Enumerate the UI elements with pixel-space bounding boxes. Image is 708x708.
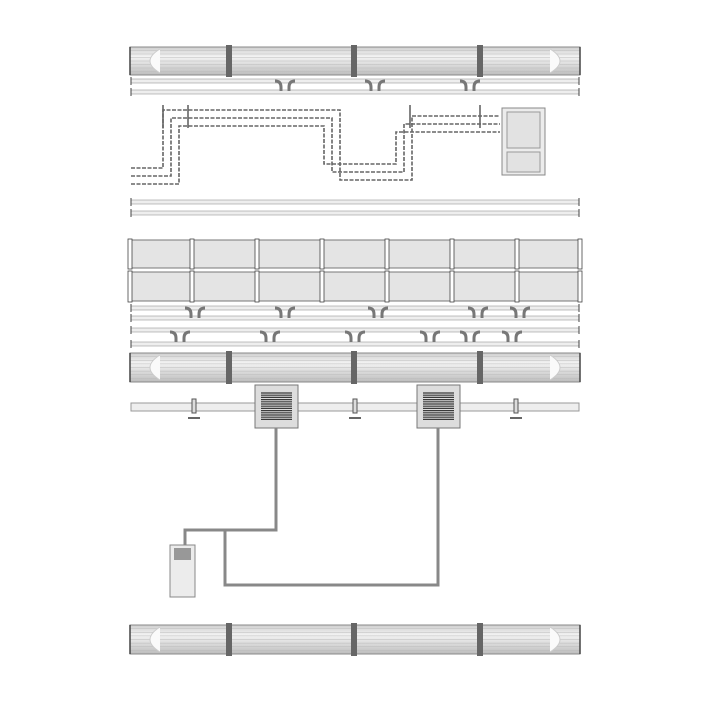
pipe-run [130,78,580,84]
duct-flange [477,623,483,656]
pipe-tee-fitting [364,79,386,91]
duct-flange [449,270,455,303]
duct-flange [226,45,232,77]
elbow-end [149,626,161,653]
duct-flange [351,45,357,77]
duct-flange [514,270,520,303]
pipe-tee-fitting [367,306,389,318]
duct-flange [351,351,357,384]
pipe-run [130,341,580,347]
elbow-end [549,626,561,653]
pipe-tee-fitting [184,306,206,318]
pipe-tee-fitting [274,79,296,91]
pipe-tee-fitting [259,330,281,342]
elbow-end [149,48,161,74]
duct-flange [319,270,325,303]
duct-flange [254,238,260,270]
elbow-end [149,354,161,381]
duct-flange [127,238,133,270]
pipe-run [130,210,580,216]
pipe-tee-fitting [169,330,191,342]
duct-branch [183,428,278,545]
duct-flange [351,623,357,656]
pipe-hanger [513,398,519,414]
duct-flange [189,270,195,303]
duct-flange [514,238,520,270]
duct-flange [226,623,232,656]
rectangular-duct [129,271,581,302]
duct-flange [226,351,232,384]
duct-flange [127,270,133,303]
duct-flange [477,45,483,77]
pipe-run [130,327,580,333]
pipe-tee-fitting [344,330,366,342]
pipe-run [130,89,580,95]
pipe-tee-fitting [459,330,481,342]
pipe-run [130,199,580,205]
pipe-hanger [352,398,358,414]
air-handling-unit [169,544,196,598]
duct-flange [577,270,583,303]
pipe-hanger [191,398,197,414]
conduit-run [131,109,500,181]
duct-flange [577,238,583,270]
elbow-end [549,48,561,74]
elbow-end [549,354,561,381]
panel-lower [506,151,541,173]
duct-branch [223,428,440,587]
pipe-tee-fitting [459,79,481,91]
pipe-tee-fitting [467,306,489,318]
duct-flange [477,351,483,384]
duct-flange [384,270,390,303]
rectangular-duct [129,239,581,269]
duct-flange [384,238,390,270]
duct-flange [449,238,455,270]
duct-flange [319,238,325,270]
pipe-tee-fitting [274,306,296,318]
pipe-tee-fitting [509,306,531,318]
pipe-tee-fitting [419,330,441,342]
duct-flange [189,238,195,270]
conduit-run [131,125,500,185]
duct-flange [254,270,260,303]
conduit-run [131,117,500,177]
pipe-tee-fitting [501,330,523,342]
panel-upper [506,111,541,149]
